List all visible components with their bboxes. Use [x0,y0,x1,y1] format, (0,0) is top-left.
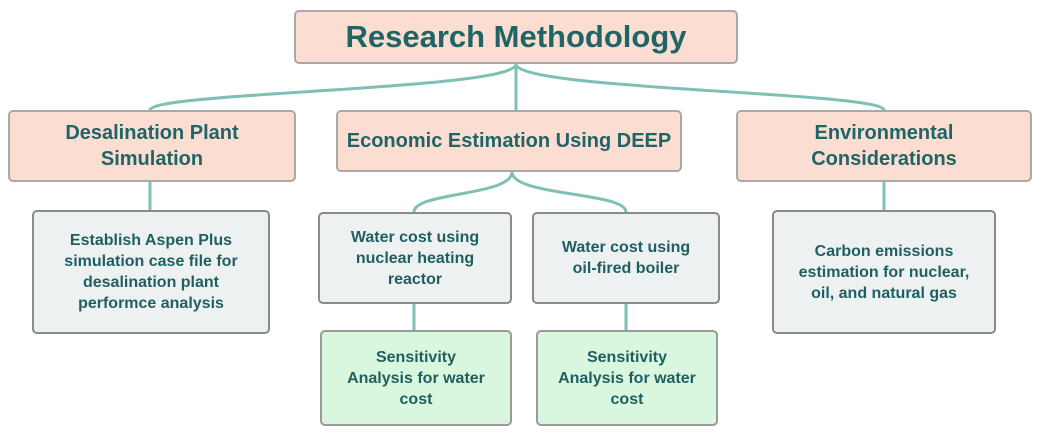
connector-root-environmental [514,63,886,112]
connector-economic-nuclear [412,171,514,213]
node-carbon-emissions: Carbon emissions estimation for nuclear,… [772,210,996,334]
node-aspen-plus-simulation: Establish Aspen Plus simulation case fil… [32,210,270,334]
connector-economic-oil [510,171,628,213]
node-sensitivity-analysis-oil: Sensitivity Analysis for water cost [536,330,718,426]
node-environmental-considerations: Environmental Considerations [736,110,1032,182]
root-node-research-methodology: Research Methodology [294,10,738,64]
node-water-cost-oil: Water cost using oil-fired boiler [532,212,720,304]
node-water-cost-nuclear: Water cost using nuclear heating reactor [318,212,512,304]
connector-root-desalination [148,63,518,112]
node-desalination-plant-simulation: Desalination Plant Simulation [8,110,296,182]
node-economic-estimation: Economic Estimation Using DEEP [336,110,682,172]
node-sensitivity-analysis-nuclear: Sensitivity Analysis for water cost [320,330,512,426]
